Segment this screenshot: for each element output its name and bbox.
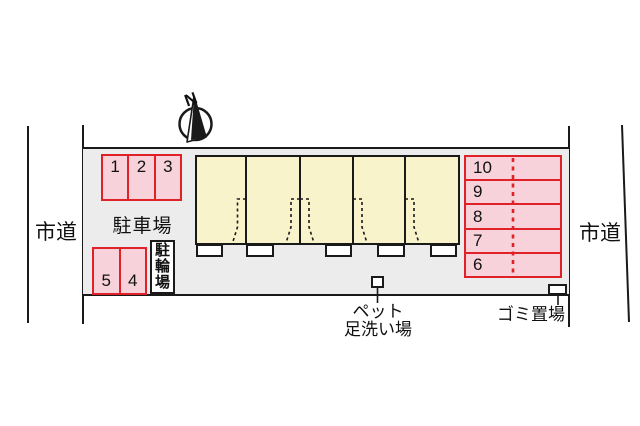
parking-block-bottom: 5 4 bbox=[92, 247, 147, 295]
parking-space-number: 1 bbox=[110, 157, 120, 176]
parking-space-number: 9 bbox=[473, 182, 483, 202]
parking-block-top: 1 2 3 bbox=[101, 154, 182, 201]
parking-space-number: 6 bbox=[473, 254, 483, 274]
building-unit-divider bbox=[352, 157, 354, 243]
left-road-outer-line bbox=[27, 126, 29, 323]
parking-space-number: 4 bbox=[128, 271, 138, 290]
parking-space-number: 10 bbox=[473, 158, 492, 178]
building-unit-divider bbox=[245, 157, 247, 243]
parking-space-2: 2 bbox=[129, 156, 156, 199]
bicycle-parking-box: 駐 輪 場 bbox=[150, 240, 175, 294]
parking-space-number: 7 bbox=[473, 230, 483, 250]
parking-space-3: 3 bbox=[156, 156, 180, 199]
pet-wash-label-line1: ペット bbox=[352, 302, 404, 321]
pet-wash-station-icon bbox=[371, 276, 384, 288]
parking-space-4: 4 bbox=[121, 249, 146, 293]
parking-space-number: 3 bbox=[163, 157, 173, 176]
bicycle-parking-char: 輪 bbox=[154, 258, 170, 275]
bicycle-parking-char: 駐 bbox=[154, 242, 170, 259]
parking-block-right: 10 9 8 7 6 bbox=[464, 155, 562, 278]
entry-step bbox=[325, 244, 352, 257]
entry-step bbox=[430, 244, 457, 257]
bicycle-parking-char: 場 bbox=[154, 274, 170, 291]
entry-step bbox=[246, 244, 274, 257]
entry-step bbox=[377, 244, 405, 257]
parking-space-9: 9 bbox=[466, 181, 560, 206]
parking-space-1: 1 bbox=[103, 156, 130, 199]
garbage-label: ゴミ置場 bbox=[497, 305, 565, 324]
parking-space-8: 8 bbox=[466, 205, 560, 230]
pet-wash-label-line2: 足洗い場 bbox=[344, 320, 412, 339]
parking-space-10: 10 bbox=[466, 157, 560, 182]
right-road-label: 市道 bbox=[579, 222, 621, 245]
building-unit-divider bbox=[404, 157, 406, 243]
building-unit-divider bbox=[299, 157, 301, 243]
entry-step bbox=[196, 244, 223, 257]
parking-space-number: 8 bbox=[473, 206, 483, 226]
parking-lot-label: 駐車場 bbox=[112, 216, 173, 237]
parking-space-number: 5 bbox=[101, 271, 111, 290]
parking-space-number: 2 bbox=[136, 157, 147, 176]
garbage-station-icon bbox=[548, 284, 567, 295]
building-outline bbox=[195, 155, 460, 245]
right-property-line bbox=[568, 126, 570, 327]
parking-space-5: 5 bbox=[94, 249, 121, 293]
north-label: N bbox=[181, 88, 200, 111]
parking-space-6: 6 bbox=[466, 254, 560, 276]
left-road-label: 市道 bbox=[35, 221, 77, 244]
parking-space-7: 7 bbox=[466, 230, 560, 254]
